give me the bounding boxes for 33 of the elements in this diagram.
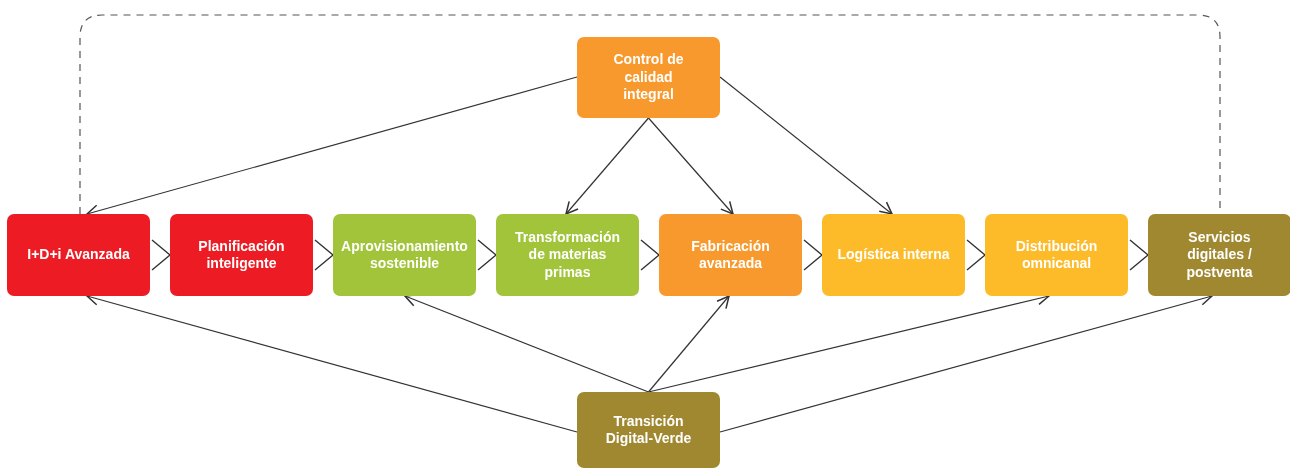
chevron-arrow xyxy=(640,239,661,271)
arrow xyxy=(565,117,650,215)
arrow xyxy=(647,295,730,393)
chevron-arrow xyxy=(803,239,824,271)
process-box xyxy=(577,37,720,118)
box-label: Servicios digitales / postventa xyxy=(1185,228,1254,282)
chevron-arrow xyxy=(1129,239,1150,271)
box-label: Logística interna xyxy=(837,246,950,264)
arrow xyxy=(404,294,650,393)
box-label: I+D+i Avanzada xyxy=(27,246,130,264)
process-box xyxy=(577,392,720,468)
box-label: Planificación inteligente xyxy=(197,237,286,273)
process-box xyxy=(1148,214,1290,296)
box-label: Control de calidad integral xyxy=(612,51,685,104)
process-box xyxy=(170,214,313,296)
process-box xyxy=(333,214,476,296)
box-label: Fabricación avanzada xyxy=(690,237,771,273)
chevron-arrow xyxy=(966,239,987,271)
box-label: Transformación de materias primas xyxy=(514,228,621,282)
process-box xyxy=(985,214,1128,296)
process-box xyxy=(822,214,965,296)
chevron-arrow xyxy=(477,239,498,271)
dashed-connector xyxy=(79,14,1221,215)
process-box xyxy=(7,214,150,296)
process-box xyxy=(496,214,639,296)
chevron-arrow xyxy=(314,239,335,271)
box-label: Aprovisionamiento sostenible xyxy=(340,237,469,273)
arrow xyxy=(719,76,893,215)
chevron-arrow xyxy=(151,239,172,271)
arrow xyxy=(647,117,734,215)
box-label: Distribución omnicanal xyxy=(1014,237,1099,273)
box-label: Transición Digital-Verde xyxy=(604,412,693,448)
process-box xyxy=(659,214,802,296)
